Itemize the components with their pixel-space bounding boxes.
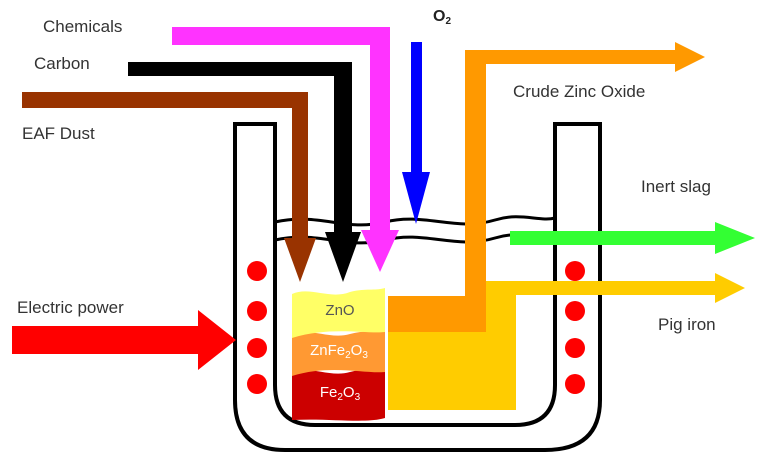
eaf-dust-arrow bbox=[22, 92, 316, 282]
carbon-arrow bbox=[128, 62, 361, 282]
fe2o3-part-2: O bbox=[342, 384, 355, 401]
electric-power-arrow bbox=[12, 310, 236, 370]
heating-element-right-3 bbox=[565, 338, 585, 358]
oxygen-label-subscript: 2 bbox=[445, 16, 452, 27]
fe2o3-layer-label: Fe2O3 bbox=[300, 384, 380, 403]
oxygen-label-symbol: O bbox=[433, 8, 446, 25]
heating-elements bbox=[247, 261, 585, 394]
znfe2o3-layer bbox=[292, 330, 385, 376]
znfe2o3-sub-1: 2 bbox=[345, 350, 351, 361]
furnace-inner-wall bbox=[273, 124, 557, 427]
heating-element-right-2 bbox=[565, 301, 585, 321]
fe2o3-sub-2: 3 bbox=[354, 392, 361, 403]
electric-power-label: Electric power bbox=[17, 298, 124, 317]
inert-slag-arrow bbox=[510, 222, 755, 254]
oxygen-label: O2 bbox=[433, 8, 451, 27]
inert-slag-label: Inert slag bbox=[641, 177, 711, 196]
chemicals-arrow bbox=[172, 27, 399, 272]
heating-element-left-2 bbox=[247, 301, 267, 321]
furnace-outer-wall bbox=[233, 124, 602, 452]
pig-iron-label: Pig iron bbox=[658, 315, 716, 334]
heating-element-right-1 bbox=[565, 261, 585, 281]
znfe2o3-layer-label: ZnFe2O3 bbox=[296, 342, 382, 361]
znfe2o3-part-2: O bbox=[350, 342, 363, 359]
zno-layer-label: ZnO bbox=[325, 302, 355, 319]
heating-element-right-4 bbox=[565, 374, 585, 394]
heating-element-left-1 bbox=[247, 261, 267, 281]
fe2o3-part-1: Fe bbox=[319, 384, 338, 401]
fe2o3-sub-1: 2 bbox=[337, 392, 343, 403]
heating-element-left-3 bbox=[247, 338, 267, 358]
oxygen-arrow bbox=[402, 42, 430, 224]
fe2o3-layer bbox=[292, 368, 385, 421]
crude-zinc-oxide-label: Crude Zinc Oxide bbox=[513, 82, 646, 101]
melt-surface-line-top bbox=[274, 215, 556, 227]
crude-zinc-oxide-arrow bbox=[388, 42, 705, 332]
carbon-label: Carbon bbox=[34, 54, 90, 73]
chemicals-label: Chemicals bbox=[43, 17, 123, 36]
pig-iron-arrow bbox=[388, 273, 745, 410]
heating-element-left-4 bbox=[247, 374, 267, 394]
zno-layer bbox=[292, 288, 385, 338]
znfe2o3-sub-2: 3 bbox=[362, 350, 368, 361]
eaf-dust-label: EAF Dust bbox=[22, 124, 95, 143]
znfe2o3-part-1: ZnFe bbox=[310, 342, 346, 359]
